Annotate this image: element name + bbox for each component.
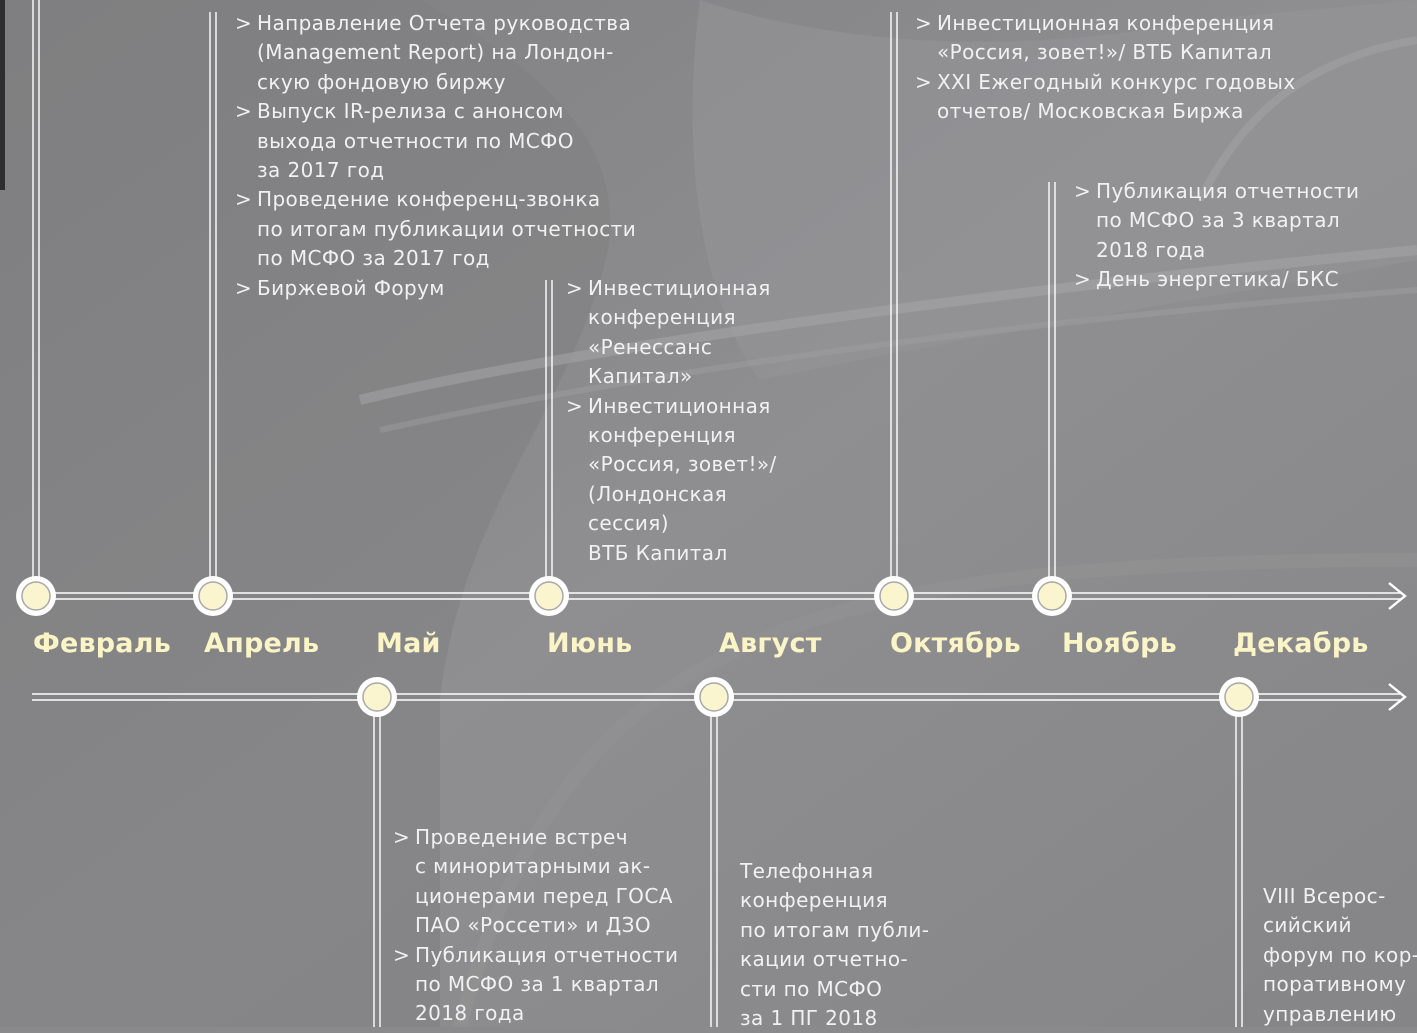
event-text-line: по МСФО за 2017 год bbox=[257, 246, 490, 271]
event-item: Инвестиционная конференция «Ренессанс Ка… bbox=[566, 274, 777, 392]
connector-may bbox=[373, 716, 381, 1027]
event-text-line: Публикация отчетности bbox=[1096, 179, 1360, 203]
event-item: Инвестиционная конференция «Россия, зове… bbox=[915, 9, 1296, 68]
node-december bbox=[1219, 677, 1259, 717]
event-text-line: форум по кор- bbox=[1263, 942, 1417, 967]
connector-april bbox=[209, 12, 217, 578]
month-label-june: Июнь bbox=[547, 628, 633, 659]
event-text-line: ПАО «Россети» и ДЗО bbox=[415, 913, 652, 938]
event-text-line: 2018 года bbox=[415, 1001, 525, 1026]
event-text-line: «Россия, зовет!»/ ВТБ Капитал bbox=[937, 40, 1273, 65]
event-text-line: выхода отчетности по МСФО bbox=[257, 128, 574, 153]
month-label-february: Февраль bbox=[33, 628, 171, 659]
connector-february bbox=[32, 0, 40, 578]
event-item: Выпуск IR-релиза с анонсом выхода отчетн… bbox=[235, 97, 636, 185]
event-text-line: ционерами перед ГОСА bbox=[415, 883, 673, 908]
event-text-line: по итогам публи- bbox=[740, 917, 930, 942]
event-text-line: Инвестиционная bbox=[588, 276, 771, 300]
month-label-april: Апрель bbox=[204, 628, 320, 659]
event-text-line: «Россия, зовет!»/ bbox=[588, 452, 777, 477]
event-item: Направление Отчета руководства (Manageme… bbox=[235, 9, 636, 97]
event-text-line: «Ренессанс bbox=[588, 334, 713, 359]
event-text-line: по МСФО за 3 квартал bbox=[1096, 208, 1341, 233]
node-february bbox=[16, 576, 56, 616]
event-text-line: ВТБ Капитал bbox=[588, 540, 728, 565]
may-events: Проведение встреч с миноритарными ак- ци… bbox=[393, 823, 678, 1029]
event-item: XXI Ежегодный конкурс годовых отчетов/ М… bbox=[915, 68, 1296, 127]
month-label-december: Декабрь bbox=[1233, 628, 1369, 659]
event-text-line: сти по МСФО bbox=[740, 976, 883, 1001]
april-events: Направление Отчета руководства (Manageme… bbox=[235, 9, 636, 303]
event-text-line: конференция bbox=[588, 423, 736, 448]
event-text-line: Биржевой Форум bbox=[257, 275, 445, 300]
event-text-line: (Management Report) на Лондон- bbox=[257, 40, 614, 65]
upper-timeline-axis bbox=[36, 582, 1407, 610]
event-text-line: Проведение конференц-звонка bbox=[257, 187, 601, 212]
event-text-line: День энергетика/ БКС bbox=[1096, 267, 1339, 292]
november-events: Публикация отчетности по МСФО за 3 кварт… bbox=[1074, 177, 1359, 295]
event-item: День энергетика/ БКС bbox=[1074, 265, 1359, 295]
event-text-line: конференция bbox=[588, 305, 736, 330]
event-text-line: Публикация отчетности bbox=[415, 942, 679, 967]
event-text-line: кации отчетно- bbox=[740, 947, 909, 972]
event-text-line: поративному bbox=[1263, 972, 1407, 997]
october-events: Инвестиционная конференция «Россия, зове… bbox=[915, 9, 1296, 127]
connector-august bbox=[710, 716, 718, 1027]
event-text-line: Телефонная bbox=[740, 859, 874, 883]
month-label-october: Октябрь bbox=[890, 628, 1021, 659]
connector-june bbox=[545, 280, 553, 578]
connector-october bbox=[890, 12, 898, 578]
event-text-line: сессия) bbox=[588, 511, 669, 536]
event-item: Проведение встреч с миноритарными ак- ци… bbox=[393, 823, 678, 941]
event-text-line: XXI Ежегодный конкурс годовых bbox=[937, 69, 1296, 94]
month-label-november: Ноябрь bbox=[1062, 628, 1177, 659]
event-text-line: Инвестиционная конференция bbox=[937, 11, 1275, 35]
event-text-line: Направление Отчета руководства bbox=[257, 11, 632, 35]
event-text-line: по МСФО за 1 квартал bbox=[415, 972, 660, 997]
june-events: Инвестиционная конференция «Ренессанс Ка… bbox=[566, 274, 777, 568]
node-april bbox=[193, 576, 233, 616]
event-text-line: Инвестиционная bbox=[588, 393, 771, 418]
event-text-line: за 2017 год bbox=[257, 158, 385, 183]
august-event: Телефонная конференция по итогам публи- … bbox=[740, 857, 929, 1033]
node-august bbox=[694, 677, 734, 717]
event-text-line: с миноритарными ак- bbox=[415, 854, 651, 879]
node-june bbox=[529, 576, 569, 616]
event-item: Публикация отчетности по МСФО за 3 кварт… bbox=[1074, 177, 1359, 265]
event-text-line: (Лондонская bbox=[588, 481, 728, 506]
event-text-line: за 1 ПГ 2018 bbox=[740, 1006, 878, 1031]
event-item: Публикация отчетности по МСФО за 1 кварт… bbox=[393, 941, 678, 1029]
event-item: Инвестиционная конференция «Россия, зове… bbox=[566, 392, 777, 568]
event-text-line: скую фондовую биржу bbox=[257, 69, 506, 94]
december-event: VIII Всерос- сийский форум по кор- порат… bbox=[1263, 882, 1417, 1029]
connector-december bbox=[1235, 716, 1243, 1027]
node-november bbox=[1032, 576, 1072, 616]
event-text-line: Выпуск IR-релиза с анонсом bbox=[257, 99, 564, 124]
node-october bbox=[874, 576, 914, 616]
event-text-line: управлению bbox=[1263, 1001, 1397, 1026]
event-text-line: 2018 года bbox=[1096, 237, 1206, 262]
event-text-line: Капитал» bbox=[588, 364, 693, 389]
event-text-line: отчетов/ Московская Биржа bbox=[937, 99, 1244, 124]
month-label-august: Август bbox=[719, 628, 822, 659]
event-text-line: конференция bbox=[740, 888, 888, 913]
event-text-line: VIII Всерос- bbox=[1263, 884, 1386, 908]
event-item: Проведение конференц-звонка по итогам пу… bbox=[235, 185, 636, 273]
node-may bbox=[357, 677, 397, 717]
event-text-line: Проведение встреч bbox=[415, 825, 628, 849]
event-text-line: сийский bbox=[1263, 913, 1352, 938]
month-label-may: Май bbox=[376, 628, 441, 659]
event-text-line: по итогам публикации отчетности bbox=[257, 216, 637, 241]
event-item: Биржевой Форум bbox=[235, 274, 636, 304]
connector-november bbox=[1048, 182, 1056, 578]
